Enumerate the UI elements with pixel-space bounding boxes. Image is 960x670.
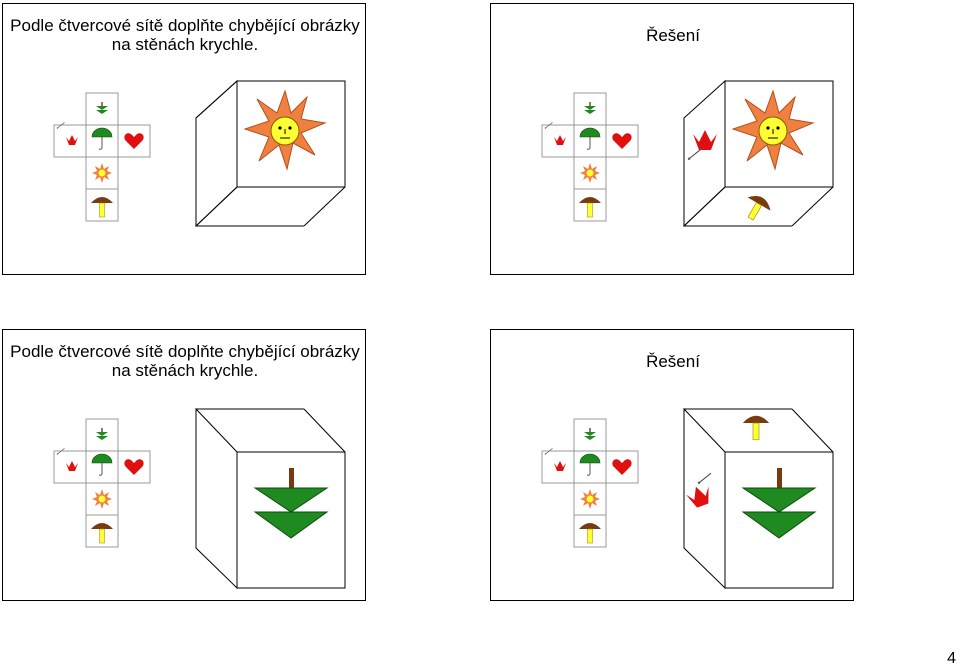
- mushroom-icon: [738, 190, 775, 226]
- cube-illustration: [491, 79, 834, 228]
- page-number: 4: [947, 650, 956, 667]
- cube-illustration: [491, 407, 834, 590]
- cube-illustration: [3, 407, 346, 590]
- cube-net: [54, 419, 150, 547]
- solution-title: Řešení: [646, 352, 700, 371]
- cube-drawing: [683, 407, 834, 590]
- cube-net: [54, 93, 150, 221]
- cube-drawing: [683, 79, 834, 228]
- slide-task-1: Podle čtvercové sítě doplňte chybějící o…: [2, 3, 366, 275]
- slide-solution-1: Řešení: [490, 3, 854, 275]
- slide-task-2: Podle čtvercové sítě doplňte chybějící o…: [2, 329, 366, 601]
- solution-title: Řešení: [646, 26, 700, 45]
- cube-drawing: [195, 407, 346, 590]
- cube-net: [542, 93, 638, 221]
- mushroom-icon: [742, 415, 770, 441]
- task-title: Podle čtvercové sítě doplňte chybějící o…: [10, 16, 360, 54]
- task-title: Podle čtvercové sítě doplňte chybějící o…: [10, 342, 360, 380]
- slide-solution-2: Řešení: [490, 329, 854, 601]
- cube-drawing: [195, 79, 346, 228]
- cube-net: [542, 419, 638, 547]
- cube-illustration: [3, 79, 346, 228]
